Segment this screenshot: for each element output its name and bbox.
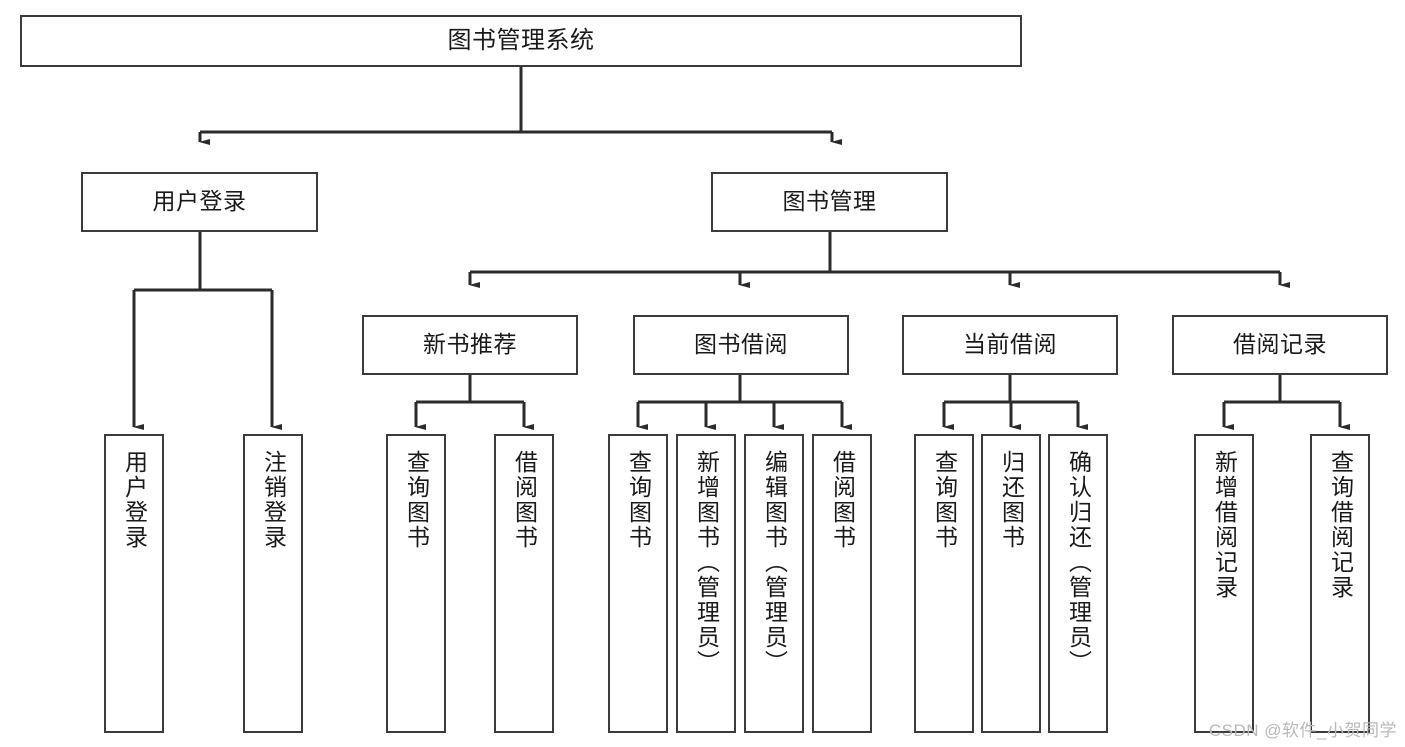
- node-leaf-return-book[interactable]: 归还图书: [981, 434, 1041, 733]
- node-label: 新增借阅记录: [1211, 450, 1238, 600]
- node-label: 用户登录: [152, 188, 247, 215]
- node-label: 注销登录: [260, 450, 287, 550]
- node-leaf-query-book-current[interactable]: 查询图书: [914, 434, 974, 733]
- node-book-borrowing[interactable]: 图书借阅: [633, 315, 849, 375]
- node-label: 借阅图书: [829, 450, 856, 550]
- node-leaf-edit-book-admin[interactable]: 编辑图书（管理员）: [744, 434, 804, 733]
- node-current-borrowing[interactable]: 当前借阅: [902, 315, 1118, 375]
- node-leaf-borrow-book-newbook[interactable]: 借阅图书: [494, 434, 554, 733]
- node-label: 确认归还（管理员）: [1065, 450, 1092, 675]
- node-leaf-user-login[interactable]: 用户登录: [104, 434, 164, 733]
- node-label: 用户登录: [121, 450, 148, 550]
- node-leaf-query-book-borrow[interactable]: 查询图书: [608, 434, 668, 733]
- node-leaf-confirm-return-admin[interactable]: 确认归还（管理员）: [1048, 434, 1108, 733]
- node-label: 当前借阅: [963, 331, 1057, 358]
- node-label: 查询借阅记录: [1327, 450, 1354, 600]
- node-leaf-borrow-book[interactable]: 借阅图书: [812, 434, 872, 733]
- node-new-book-recommendation[interactable]: 新书推荐: [362, 315, 578, 375]
- node-label: 图书借阅: [694, 331, 788, 358]
- node-user-login[interactable]: 用户登录: [81, 172, 318, 232]
- node-leaf-query-borrow-record[interactable]: 查询借阅记录: [1310, 434, 1370, 733]
- node-leaf-query-book-newbook[interactable]: 查询图书: [386, 434, 446, 733]
- node-label: 新书推荐: [423, 331, 517, 358]
- watermark-text: CSDN @软件_小贺同学: [1208, 721, 1397, 740]
- node-leaf-logout[interactable]: 注销登录: [243, 434, 303, 733]
- node-label: 借阅图书: [511, 450, 538, 550]
- node-label: 查询图书: [625, 450, 652, 550]
- node-label: 借阅记录: [1233, 331, 1327, 358]
- node-label: 查询图书: [931, 450, 958, 550]
- node-label: 新增图书（管理员）: [693, 450, 720, 675]
- node-label: 图书管理系统: [447, 26, 595, 54]
- node-book-management[interactable]: 图书管理: [711, 172, 948, 232]
- node-label: 图书管理: [782, 188, 877, 215]
- node-root-book-management-system[interactable]: 图书管理系统: [20, 15, 1022, 67]
- node-leaf-add-book-admin[interactable]: 新增图书（管理员）: [676, 434, 736, 733]
- node-leaf-add-borrow-record[interactable]: 新增借阅记录: [1194, 434, 1254, 733]
- node-label: 查询图书: [403, 450, 430, 550]
- node-label: 编辑图书（管理员）: [761, 450, 788, 675]
- node-label: 归还图书: [998, 450, 1025, 550]
- node-borrow-records[interactable]: 借阅记录: [1172, 315, 1388, 375]
